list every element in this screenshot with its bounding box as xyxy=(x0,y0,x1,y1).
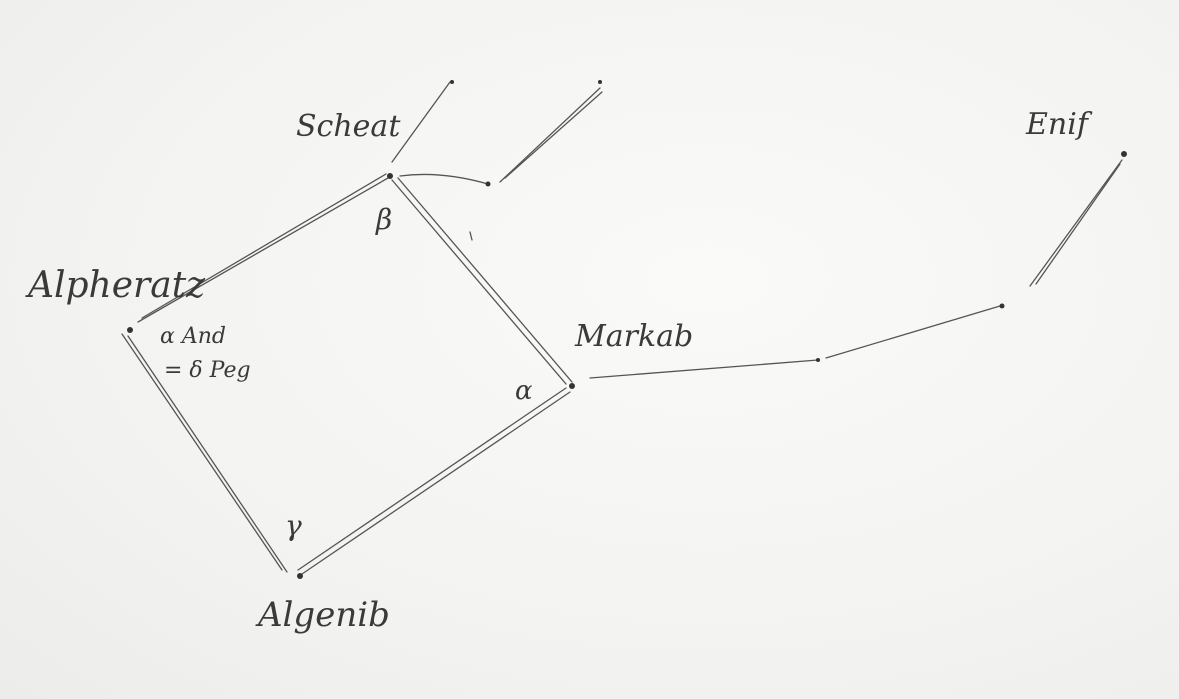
edge-markab-algenib xyxy=(297,387,567,571)
star-dot-alpheratz xyxy=(127,327,133,333)
edge-alpheratz-scheat-2 xyxy=(141,173,387,319)
label-alpha: α xyxy=(515,376,533,406)
edge-scheat-right xyxy=(399,173,489,185)
edge-alpheratz-scheat xyxy=(137,177,389,323)
star-dot-neck2 xyxy=(816,358,820,362)
label-algenib: Algenib xyxy=(258,595,390,635)
edge-scheat-markab-2 xyxy=(397,177,573,383)
label-alpheratz: Alpheratz xyxy=(28,265,206,306)
star-dot-markab xyxy=(569,383,575,389)
note-alpha-and: α And xyxy=(160,324,226,349)
edge-scheat-leg1 xyxy=(391,81,451,163)
edge-markab-algenib-2 xyxy=(301,391,571,575)
edge-scheat-markab xyxy=(391,179,567,385)
note-delta-peg: = δ Peg xyxy=(164,358,251,383)
edge-neck-mid xyxy=(825,305,1001,359)
edge-markab-neck xyxy=(589,359,819,379)
label-markab: Markab xyxy=(575,319,694,354)
edge-algenib-alpheratz xyxy=(121,333,283,571)
edge-leg2-b xyxy=(504,91,603,179)
edge-neck-enif-2 xyxy=(1035,163,1121,285)
label-enif: Enif xyxy=(1026,107,1088,142)
star-dot-enif xyxy=(1121,151,1127,157)
edge-leg2 xyxy=(499,87,601,183)
edge-algenib-alpheratz-2 xyxy=(127,335,288,573)
star-dot-neck xyxy=(999,303,1005,309)
star-dot-leg-tip2 xyxy=(598,80,602,84)
star-dot-leg-tip1 xyxy=(450,80,454,84)
label-gamma: γ xyxy=(285,509,302,542)
tick-mark xyxy=(469,231,473,241)
label-scheat: Scheat xyxy=(296,109,401,144)
star-dot-leg xyxy=(485,181,491,187)
star-dot-algenib xyxy=(297,573,303,579)
edge-neck-enif xyxy=(1029,159,1123,287)
star-dot-scheat xyxy=(387,173,393,179)
label-beta: β xyxy=(376,203,393,236)
